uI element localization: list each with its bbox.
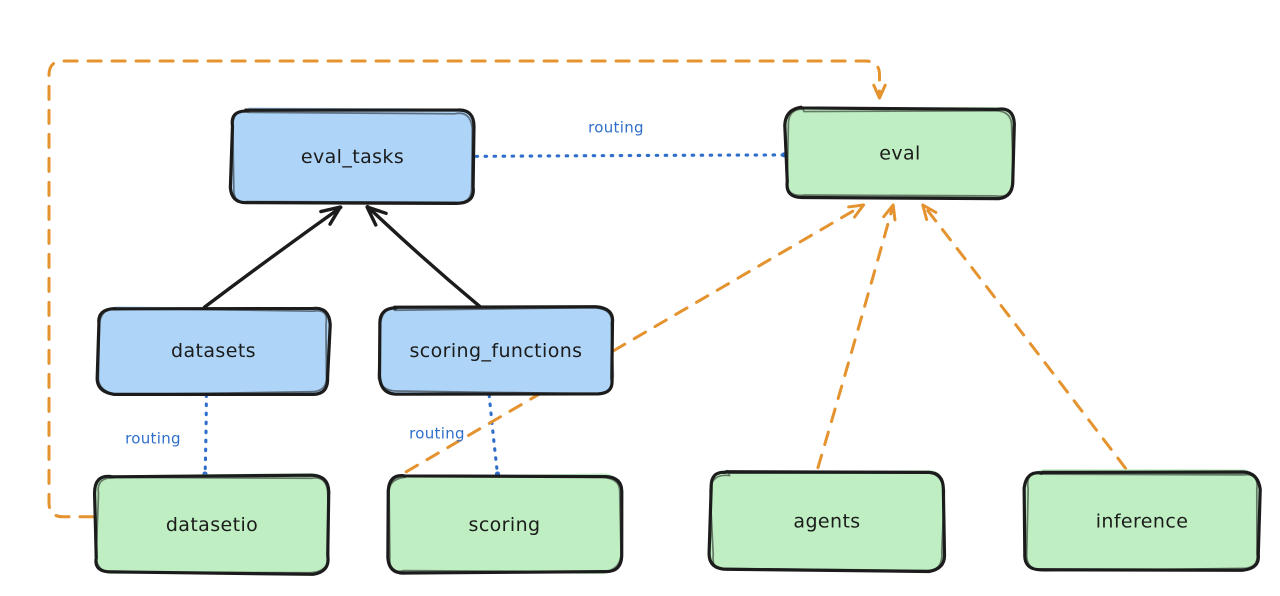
node-outline — [783, 105, 1016, 201]
arrowhead-icon — [872, 83, 887, 100]
node-datasetio[interactable]: datasetio — [92, 473, 331, 576]
node-label: agents — [793, 511, 860, 533]
node-label: eval — [879, 143, 920, 165]
nodes-layer: eval_tasks eval datasets scoring_functionsd… — [92, 105, 1262, 576]
node-outline-sketch — [388, 474, 622, 573]
edge-scoring_functions-to-eval_tasks — [365, 204, 482, 309]
node-outline-sketch — [709, 472, 946, 572]
arrowhead-icon — [921, 203, 938, 222]
node-eval_tasks[interactable]: eval_tasks — [228, 107, 476, 206]
edge-datasets-to-eval_tasks — [202, 205, 343, 309]
node-agents[interactable]: agents — [707, 469, 947, 574]
node-label: eval_tasks — [301, 146, 404, 168]
edge-eval_tasks-to-eval — [474, 152, 787, 158]
edge-scoring_functions-to-scoring — [487, 393, 501, 477]
node-scoring[interactable]: scoring — [386, 473, 624, 575]
node-eval[interactable]: eval — [783, 105, 1016, 201]
node-outline-sketch — [97, 307, 328, 396]
node-outline — [95, 306, 332, 396]
node-label: inference — [1096, 511, 1189, 533]
node-label: datasets — [171, 340, 256, 362]
edge-inference-to-eval — [921, 203, 1128, 470]
edge-datasets-to-datasetio — [202, 393, 208, 477]
node-outline — [386, 474, 624, 575]
node-inference[interactable]: inference — [1022, 469, 1262, 572]
edge-labels-layer: routing routing routing — [125, 119, 644, 448]
edge-label-routing: routing — [588, 119, 644, 137]
node-outline-sketch — [786, 108, 1015, 198]
edge-agents-to-eval — [816, 203, 897, 470]
node-outline-sketch — [232, 110, 474, 204]
edge-label-routing: routing — [125, 430, 181, 448]
edge-scoring-to-eval — [404, 203, 866, 474]
node-outline-sketch — [1025, 471, 1258, 572]
node-label: datasetio — [166, 514, 258, 536]
edge-label-routing: routing — [409, 425, 465, 443]
node-outline — [377, 305, 615, 396]
node-scoring_functions[interactable]: scoring_functions — [377, 305, 615, 396]
edges-layer — [47, 59, 1128, 519]
arrowhead-icon — [882, 203, 897, 222]
node-datasets[interactable]: datasets — [95, 306, 332, 396]
node-label: scoring — [469, 514, 541, 536]
edge-datasetio-to-eval — [47, 59, 887, 519]
arrowhead-icon — [365, 205, 388, 227]
arrowhead-icon — [319, 205, 343, 226]
node-outline-sketch — [377, 306, 615, 395]
arrowhead-icon — [847, 203, 866, 219]
node-label: scoring_functions — [410, 340, 583, 362]
node-outline — [228, 108, 476, 206]
node-outline-sketch — [95, 476, 330, 574]
